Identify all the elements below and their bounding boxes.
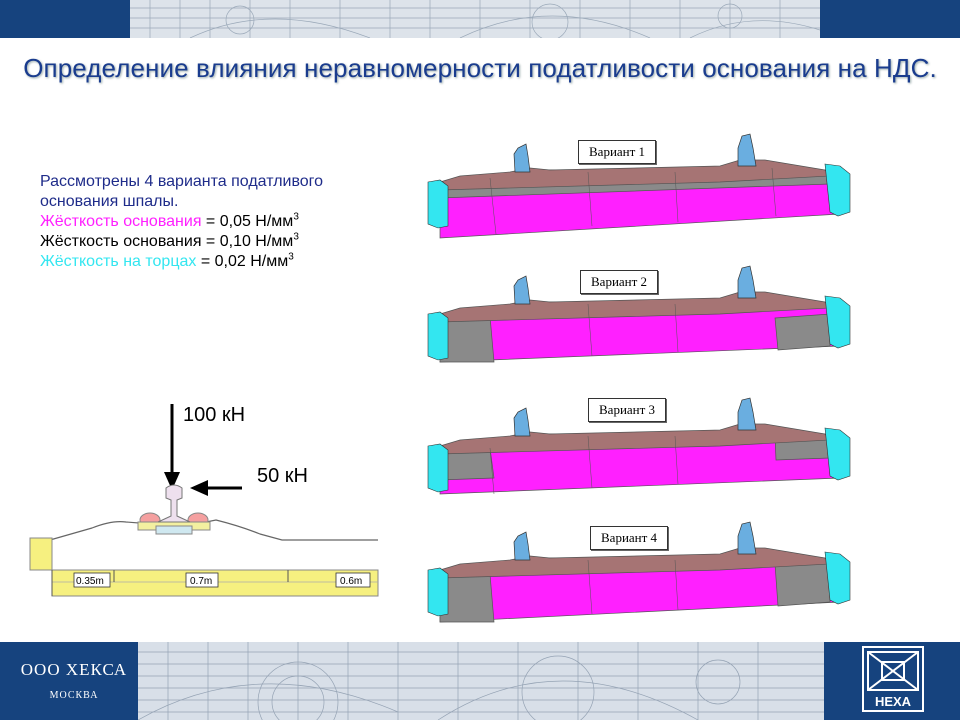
company-name: ООО ХЕКСА (20, 660, 128, 679)
stiffness-ends-label: Жёсткость на торцах (40, 253, 197, 270)
vertical-arrow-head (164, 472, 180, 490)
load-scheme-diagram: 0.35m 0.7m 0.6m (29, 404, 379, 597)
bottom-banner (0, 642, 960, 720)
info-line-2: основания шпалы. (40, 193, 179, 210)
stiffness-base-2-value: = 0,10 Н/мм (201, 233, 294, 250)
mesh-decoration (138, 642, 824, 720)
variant-2-model: Вариант 2 (420, 262, 860, 377)
sleeper-model-image (427, 133, 851, 239)
stiffness-exp: 3 (288, 251, 294, 263)
dimension-label: 0.35m (76, 576, 104, 587)
variant-3-model: Вариант 3 (420, 394, 860, 509)
variant-1-label: Вариант 1 (578, 140, 657, 164)
dimension-label: 0.6m (340, 576, 362, 587)
stiffness-exp: 3 (293, 211, 299, 223)
info-line-1: Рассмотрены 4 варианта податливого (40, 173, 324, 190)
stiffness-base-1-label: Жёсткость основания (40, 213, 202, 230)
variant-4-label: Вариант 4 (590, 526, 669, 550)
stiffness-exp: 3 (293, 231, 299, 243)
vertical-load-label: 100 кН (183, 404, 246, 426)
horizontal-arrow-head (190, 480, 208, 496)
stiffness-ends: Жёсткость на торцах = 0,02 Н/мм3 (40, 252, 323, 272)
sleeper-model-image (427, 265, 851, 363)
horizontal-load-label: 50 кН (257, 465, 308, 487)
stiffness-base-2: Жёсткость основания = 0,10 Н/мм3 (40, 232, 323, 252)
sleeper-model-image (427, 397, 851, 495)
stiffness-base-2-label: Жёсткость основания (40, 233, 202, 250)
stiffness-base-1-value: = 0,05 Н/мм (201, 213, 294, 230)
info-text: Рассмотрены 4 варианта податливого основ… (40, 172, 323, 272)
dimension-label: 0.7m (190, 576, 212, 587)
logo-text: HEXA (875, 694, 912, 709)
variant-4-model: Вариант 4 (420, 518, 860, 633)
variant-2-label: Вариант 2 (580, 270, 659, 294)
slide-title: Определение влияния неравномерности пода… (23, 53, 937, 83)
company-city: МОСКВА (49, 690, 99, 701)
variant-3-label: Вариант 3 (588, 398, 667, 422)
hexa-logo: HEXA (862, 646, 924, 712)
variant-1-model: Вариант 1 (420, 130, 860, 245)
company-brand: ООО ХЕКСА МОСКВА (14, 660, 134, 701)
stiffness-ends-value: = 0,02 Н/мм (196, 253, 289, 270)
stiffness-base-1: Жёсткость основания = 0,05 Н/мм3 (40, 212, 323, 232)
top-banner (0, 0, 960, 38)
sleeper-model-image (427, 521, 851, 623)
mesh-decoration (130, 0, 820, 38)
